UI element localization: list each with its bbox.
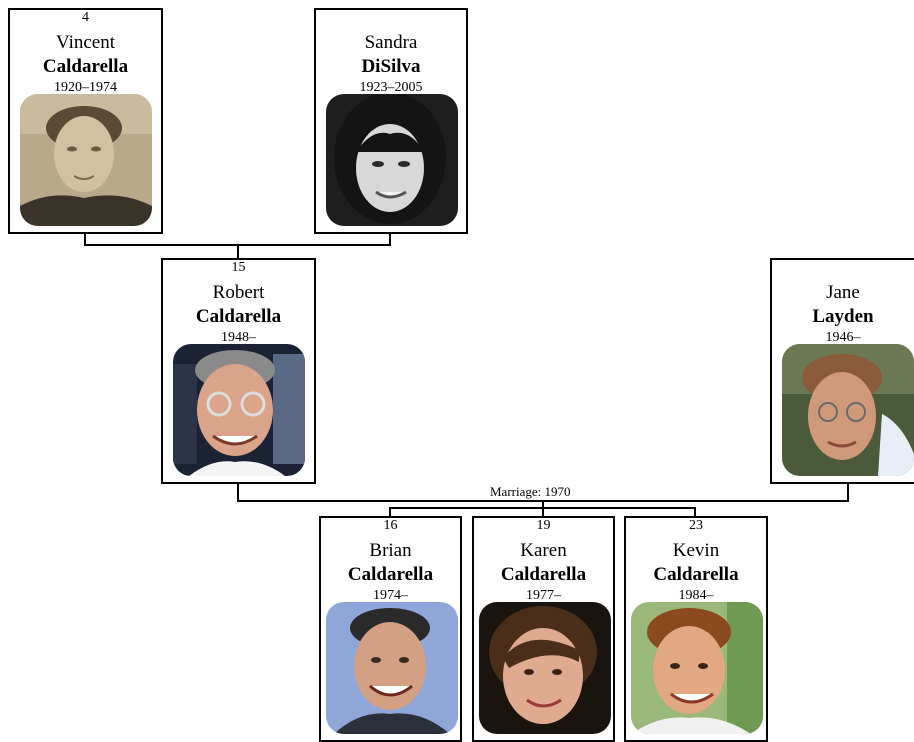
last-name: Caldarella bbox=[347, 564, 434, 585]
first-name: Kevin bbox=[672, 540, 720, 561]
connector-line bbox=[389, 507, 391, 518]
first-name: Vincent bbox=[55, 32, 115, 53]
first-name: Sandra bbox=[364, 32, 418, 53]
person-card-robert[interactable]: 15 Robert Caldarella 1948– bbox=[161, 258, 316, 484]
first-name: Robert bbox=[212, 282, 265, 303]
life-years: 1920–1974 bbox=[54, 80, 117, 95]
last-name: Caldarella bbox=[42, 56, 129, 77]
connector-line bbox=[389, 233, 391, 246]
last-name: Caldarella bbox=[195, 306, 282, 327]
person-card-jane[interactable]: Jane Layden 1946– bbox=[770, 258, 914, 484]
life-years: 1948– bbox=[221, 330, 256, 345]
connector-line bbox=[237, 244, 239, 260]
first-name: Brian bbox=[369, 540, 412, 561]
connector-line bbox=[542, 500, 544, 509]
person-photo bbox=[326, 94, 458, 226]
person-number: 15 bbox=[231, 260, 246, 275]
connector-line bbox=[237, 483, 239, 502]
person-card-brian[interactable]: 16 Brian Caldarella 1974– bbox=[319, 516, 462, 742]
first-name: Jane bbox=[826, 282, 860, 303]
connector-line bbox=[542, 507, 544, 518]
life-years: 1977– bbox=[526, 588, 561, 603]
life-years: 1974– bbox=[373, 588, 408, 603]
last-name: Layden bbox=[812, 306, 874, 327]
last-name: Caldarella bbox=[500, 564, 587, 585]
life-years: 1923–2005 bbox=[359, 80, 423, 95]
person-card-kevin[interactable]: 23 Kevin Caldarella 1984– bbox=[624, 516, 768, 742]
person-photo bbox=[173, 344, 305, 476]
first-name: Karen bbox=[520, 540, 567, 561]
person-card-karen[interactable]: 19 Karen Caldarella 1977– bbox=[472, 516, 615, 742]
person-photo bbox=[20, 94, 152, 226]
person-number: 23 bbox=[689, 518, 703, 533]
last-name: DiSilva bbox=[361, 56, 421, 77]
last-name: Caldarella bbox=[653, 564, 739, 585]
person-number: 19 bbox=[536, 518, 551, 533]
person-photo bbox=[631, 602, 763, 734]
person-photo bbox=[326, 602, 458, 734]
person-number: 4 bbox=[82, 10, 89, 25]
person-number: 16 bbox=[383, 518, 398, 533]
connector-line bbox=[694, 507, 696, 518]
person-card-vincent[interactable]: 4 Vincent Caldarella 1920–1974 bbox=[8, 8, 163, 234]
marriage-label: Marriage: 1970 bbox=[490, 484, 571, 499]
life-years: 1946– bbox=[825, 330, 861, 345]
life-years: 1984– bbox=[678, 588, 714, 603]
person-card-sandra[interactable]: Sandra DiSilva 1923–2005 bbox=[314, 8, 468, 234]
person-photo bbox=[782, 344, 914, 476]
connector-line bbox=[847, 483, 849, 502]
person-photo bbox=[479, 602, 611, 734]
connector-line bbox=[84, 233, 86, 246]
